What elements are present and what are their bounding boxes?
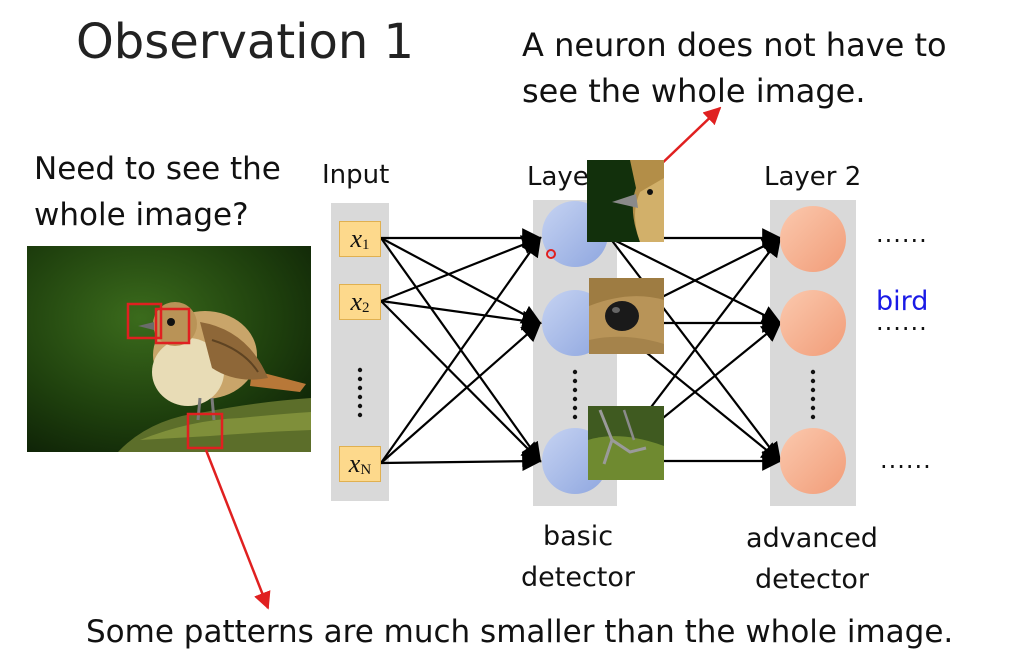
- question-line-1: Need to see the: [34, 151, 281, 187]
- beak-patch-box: [126, 302, 163, 340]
- bottom-statement: Some patterns are much smaller than the …: [86, 614, 954, 650]
- layer2-neuron-2: [780, 290, 846, 356]
- slide-title: Observation 1: [76, 14, 415, 70]
- layer1-vertical-dots: [572, 369, 578, 420]
- advanced-caption-line-2: detector: [755, 564, 869, 595]
- ellipsis-bottom: ......: [880, 446, 932, 474]
- basic-detector-caption: basic detector: [510, 516, 646, 598]
- advanced-detector-caption: advanced detector: [736, 518, 888, 600]
- callout-text: A neuron does not have to see the whole …: [522, 22, 947, 114]
- eye-patch-box: [154, 307, 191, 345]
- bird-photo: [27, 246, 311, 452]
- input-node-2-sub: 2: [362, 299, 370, 316]
- claw-patch-box: [186, 412, 224, 450]
- basic-caption-line-1: basic: [542, 521, 614, 552]
- input-layer1-connections: [380, 228, 542, 472]
- cursor-marker: [546, 249, 556, 259]
- claw-patch-thumbnail: [588, 406, 664, 480]
- callout-line-1: A neuron does not have to: [522, 26, 947, 64]
- beak-patch-thumbnail: [587, 160, 664, 242]
- question-line-2: whole image?: [34, 197, 249, 233]
- input-node-2-symbol: x: [350, 287, 363, 316]
- advanced-caption-line-1: advanced: [746, 523, 878, 554]
- input-node-n-symbol: x: [348, 449, 361, 478]
- eye-patch-thumbnail: [589, 278, 664, 354]
- callout-line-2: see the whole image.: [522, 72, 866, 110]
- ellipsis-middle: ......: [876, 308, 928, 336]
- input-node-1-symbol: x: [350, 224, 363, 253]
- bird-label: bird: [876, 286, 929, 317]
- layer2-neuron-1: [780, 206, 846, 272]
- input-node-n-sub: N: [360, 461, 372, 478]
- layer2-neuron-n: [780, 428, 846, 494]
- layer1-column-label: Laye: [527, 162, 589, 192]
- layer2-vertical-dots: [810, 369, 816, 420]
- ellipsis-top: ......: [876, 220, 928, 248]
- input-vertical-dots: [357, 367, 363, 418]
- input-node-1-sub: 1: [362, 236, 370, 253]
- input-column-label: Input: [322, 160, 390, 190]
- question-text: Need to see the whole image?: [34, 146, 281, 238]
- basic-caption-line-2: detector: [521, 562, 635, 593]
- red-arrow-top: [654, 106, 722, 171]
- red-arrow-bottom: [204, 449, 271, 610]
- layer2-column-label: Layer 2: [764, 162, 862, 192]
